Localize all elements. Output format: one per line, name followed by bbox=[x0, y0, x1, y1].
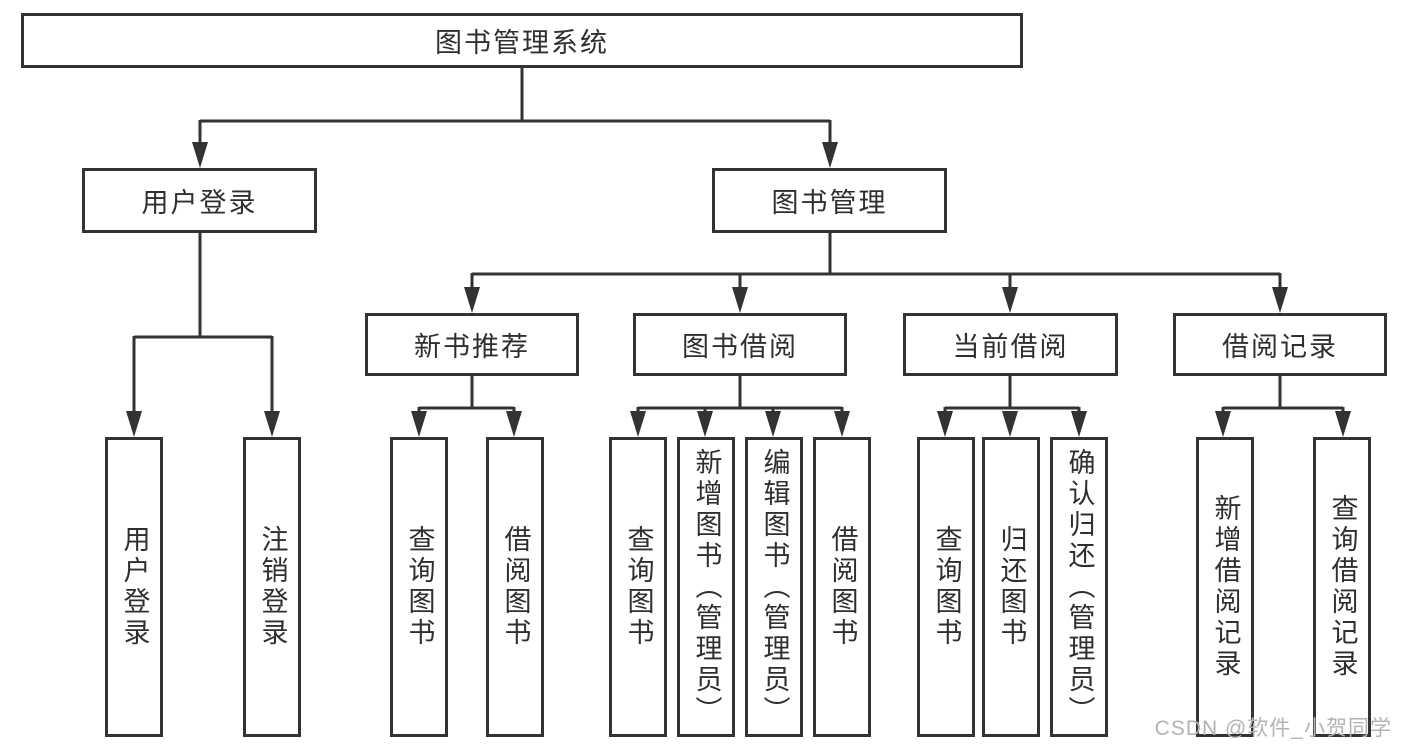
node-borrow-records-label: 借阅记录 bbox=[1222, 332, 1338, 362]
leaf-records-add-label: 新增借阅记录 bbox=[1210, 494, 1241, 680]
leaf-borrow-add-book-admin: 新增图书（管理员） bbox=[677, 437, 735, 737]
leaf-user-login: 用户登录 bbox=[105, 437, 163, 737]
leaf-borrow-edit-book-admin: 编辑图书（管理员） bbox=[745, 437, 803, 737]
node-new-book-recommend: 新书推荐 bbox=[365, 313, 579, 376]
leaf-borrow-query: 查询图书 bbox=[609, 437, 667, 737]
node-borrow-records: 借阅记录 bbox=[1173, 313, 1387, 376]
leaf-newbook-borrow: 借阅图书 bbox=[486, 437, 544, 737]
node-user-login: 用户登录 bbox=[82, 168, 317, 233]
leaf-newbook-query: 查询图书 bbox=[390, 437, 448, 737]
node-book-management-label: 图书管理 bbox=[771, 188, 888, 218]
node-root-label: 图书管理系统 bbox=[435, 28, 609, 58]
leaf-current-confirm-return-admin: 确认归还（管理员） bbox=[1050, 437, 1108, 737]
leaf-current-return-label: 归还图书 bbox=[996, 525, 1027, 649]
node-user-login-label: 用户登录 bbox=[141, 188, 258, 218]
node-current-borrow-label: 当前借阅 bbox=[952, 332, 1069, 362]
node-book-management: 图书管理 bbox=[712, 168, 947, 233]
leaf-logout-label: 注销登录 bbox=[257, 525, 288, 649]
leaf-records-query-label: 查询借阅记录 bbox=[1327, 494, 1358, 680]
leaf-records-query: 查询借阅记录 bbox=[1313, 437, 1371, 737]
leaf-borrow-add-book-admin-label: 新增图书（管理员） bbox=[691, 447, 722, 727]
leaf-current-query: 查询图书 bbox=[917, 437, 975, 737]
leaf-current-confirm-return-admin-label: 确认归还（管理员） bbox=[1064, 447, 1095, 727]
leaf-current-return: 归还图书 bbox=[982, 437, 1040, 737]
csdn-watermark: CSDN @软件_小贺同学 bbox=[1154, 717, 1392, 740]
node-book-borrow-label: 图书借阅 bbox=[682, 332, 798, 362]
leaf-logout: 注销登录 bbox=[243, 437, 301, 737]
node-book-borrow: 图书借阅 bbox=[633, 313, 847, 376]
leaf-borrow-edit-book-admin-label: 编辑图书（管理员） bbox=[759, 447, 790, 727]
leaf-newbook-borrow-label: 借阅图书 bbox=[500, 525, 531, 649]
leaf-borrow-query-label: 查询图书 bbox=[623, 525, 654, 649]
leaf-newbook-query-label: 查询图书 bbox=[404, 525, 435, 649]
leaf-current-query-label: 查询图书 bbox=[931, 525, 962, 649]
leaf-borrow-borrow-book-label: 借阅图书 bbox=[827, 525, 858, 649]
leaf-user-login-label: 用户登录 bbox=[119, 525, 150, 649]
node-current-borrow: 当前借阅 bbox=[903, 313, 1118, 376]
leaf-borrow-borrow-book: 借阅图书 bbox=[813, 437, 871, 737]
node-new-book-recommend-label: 新书推荐 bbox=[414, 332, 530, 362]
leaf-records-add: 新增借阅记录 bbox=[1196, 437, 1254, 737]
node-root-system: 图书管理系统 bbox=[21, 13, 1023, 68]
